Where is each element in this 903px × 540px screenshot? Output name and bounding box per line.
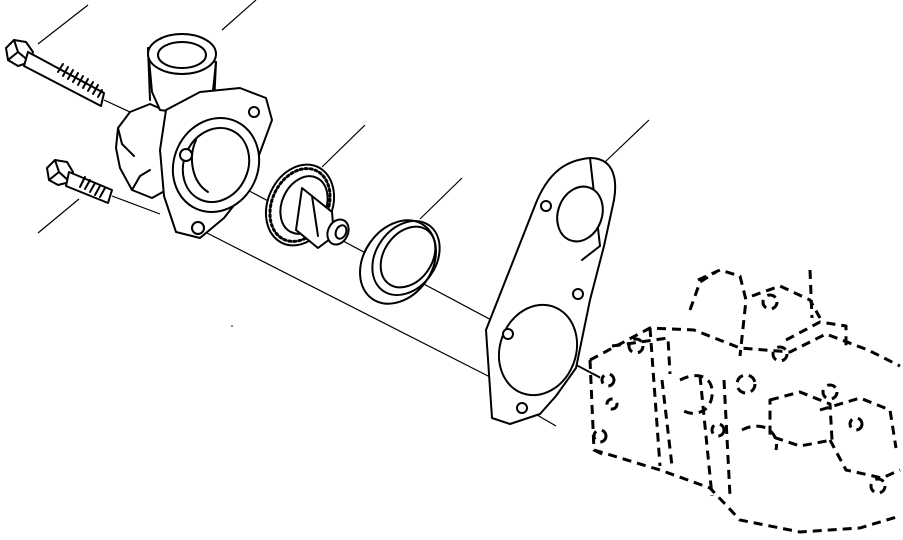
short-bolt <box>46 159 113 204</box>
leader-line-long-bolt <box>37 4 89 45</box>
long-bolt <box>5 39 105 107</box>
leader-line-housing <box>221 0 257 31</box>
gasket <box>485 157 617 425</box>
stray-mark <box>231 325 233 327</box>
thermostat <box>264 163 350 249</box>
leader-line-thermostat <box>321 124 366 168</box>
leader-line-gasket <box>604 119 650 163</box>
leader-line-seal-ring <box>419 177 463 220</box>
engine-block <box>588 268 901 534</box>
seal-ring <box>359 219 441 305</box>
thermostat-housing <box>115 33 273 239</box>
leader-line-short-bolt <box>37 198 80 234</box>
